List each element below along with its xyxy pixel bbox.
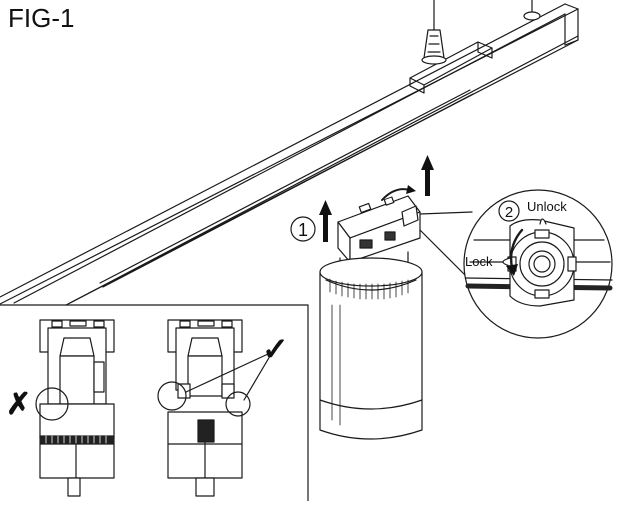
step-1-number: 1: [298, 220, 308, 240]
figure-title: FIG-1: [8, 3, 74, 33]
lift-arrow-right: [421, 155, 434, 196]
step-2-number: 2: [505, 204, 513, 221]
spotlight-body: [319, 257, 423, 440]
correct-install-section: [157, 319, 251, 497]
track-rail: [0, 3, 579, 306]
lift-arrow-left: [319, 200, 332, 242]
end-cap-knob: [523, 0, 541, 21]
correct-mark: ✓: [262, 331, 289, 367]
step-1-badge: 1: [290, 216, 316, 242]
unlock-label: Unlock: [527, 199, 567, 214]
suspension-fitting: [421, 0, 447, 65]
lock-detail-callout: [419, 189, 613, 339]
lock-label: Lock: [465, 254, 493, 269]
cross-section-inset: ✗ ✓: [0, 304, 309, 502]
track-adapter: [337, 185, 421, 263]
step-2-badge: 2: [498, 200, 520, 222]
incorrect-install-section: [35, 319, 115, 497]
incorrect-mark: ✗: [6, 388, 31, 421]
